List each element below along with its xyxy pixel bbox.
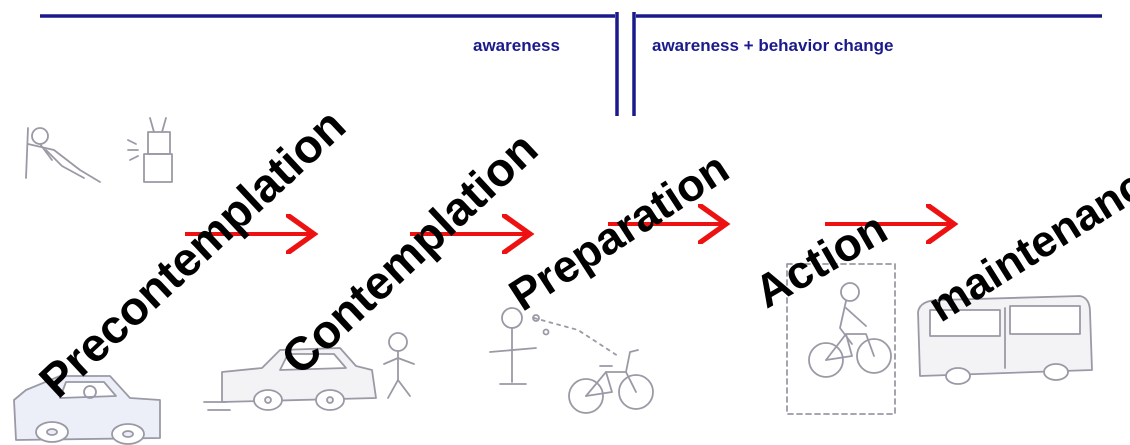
banner-label-awareness-behavior-change: awareness + behavior change: [652, 36, 894, 55]
arrows: [185, 224, 950, 234]
television-icon: [127, 117, 173, 183]
bus-icon: [917, 295, 1093, 385]
car-with-driver-icon: [13, 375, 161, 445]
car-icon: [203, 347, 377, 411]
stick-figure-thinking-icon: [489, 307, 619, 385]
cyclist-icon: [786, 263, 896, 415]
person-reclining-icon: [25, 127, 101, 183]
banner-label-awareness: awareness: [473, 36, 560, 55]
bicycle-icon: [568, 349, 654, 414]
stick-figure-icon: [383, 332, 415, 399]
banner-lines: [40, 12, 1102, 116]
